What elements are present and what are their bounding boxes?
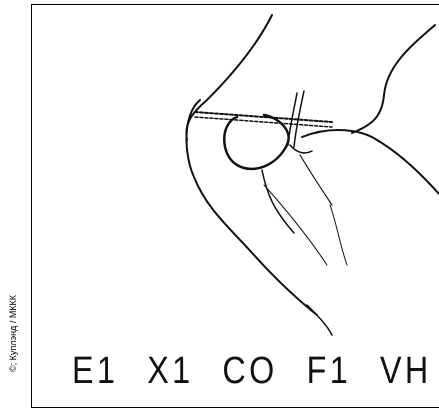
code-label: VH <box>380 350 432 393</box>
knee-sketch-illustration <box>32 5 439 408</box>
code-label: X1 <box>147 350 193 393</box>
code-label: E1 <box>72 350 118 393</box>
illustration-frame: E1 X1 CO F1 VH M <box>31 4 439 408</box>
code-label: F1 <box>307 350 352 393</box>
code-strip: E1 X1 CO F1 VH M <box>72 350 439 393</box>
code-label: CO <box>222 350 277 393</box>
photo-credit: ©; Куплэнд / МККК <box>8 222 22 372</box>
